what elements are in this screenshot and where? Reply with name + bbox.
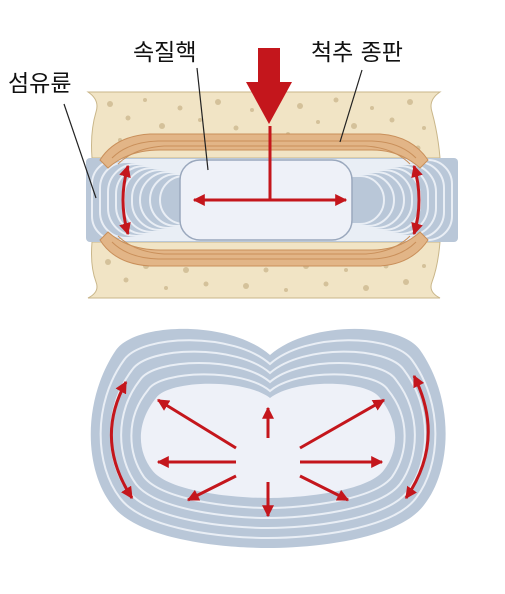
vertebral-endplate-label: 척추 종판 [311, 40, 403, 66]
nucleus-pulposus-top [140, 383, 396, 498]
leader-lines [63, 67, 363, 199]
annulus-fibrosus-label: 섬유륜 [8, 71, 72, 97]
down-arrow-icon [246, 48, 292, 124]
double-headed-arrow-icon [119, 126, 423, 236]
nucleus-pulposus-label: 속질핵 [133, 40, 197, 66]
radial-pressure-arrows [109, 374, 430, 518]
